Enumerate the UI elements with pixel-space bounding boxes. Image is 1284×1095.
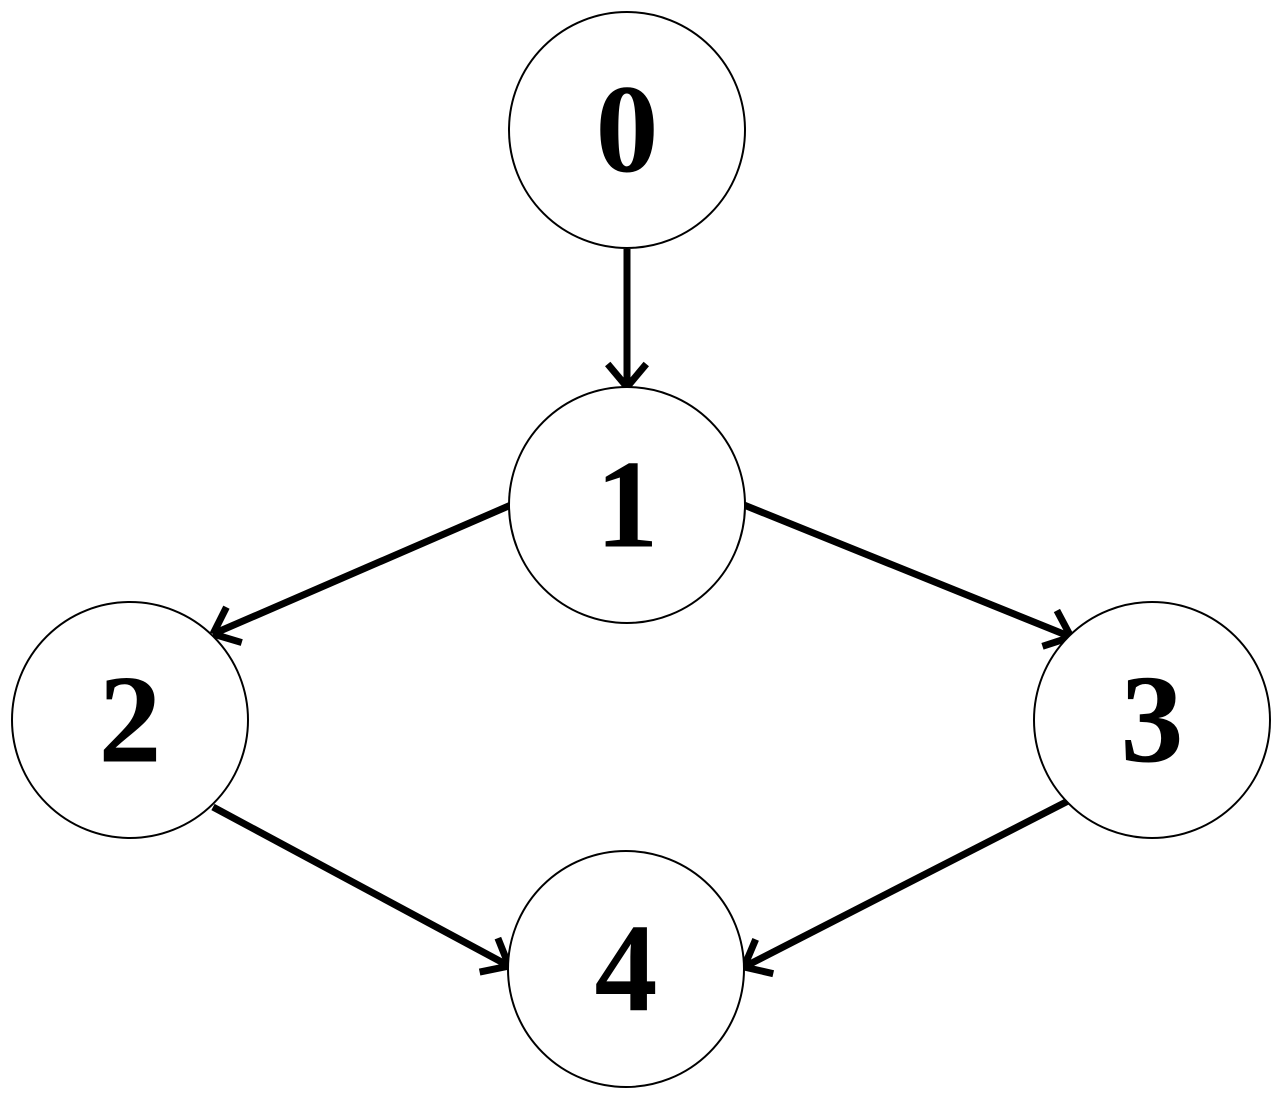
edge-2-4-arrowhead-barb-1 — [494, 936, 513, 968]
edge-1-2 — [211, 501, 513, 638]
graph-node-label-3: 3 — [1121, 651, 1184, 790]
graph-node-label-1: 1 — [596, 436, 659, 575]
graph-node-1 — [508, 386, 746, 624]
edge-2-4 — [211, 803, 511, 970]
edge-3-4-arrowhead-barb-1 — [743, 963, 775, 978]
edge-1-2-arrowhead-barb-0 — [209, 605, 230, 636]
edge-1-3 — [742, 501, 1073, 641]
graph-node-3 — [1033, 601, 1271, 839]
edge-1-3-arrowhead-barb-1 — [1053, 608, 1075, 639]
graph-node-label-2: 2 — [99, 651, 162, 790]
edge-0-1-arrowhead-barb-0 — [605, 361, 630, 390]
graph-node-2 — [11, 601, 249, 839]
graph-node-label-0: 0 — [596, 61, 659, 200]
graph-node-0 — [508, 11, 746, 249]
graph-node-label-4: 4 — [595, 900, 658, 1039]
edge-3-4 — [742, 796, 1072, 971]
edge-0-1-arrowhead-barb-1 — [624, 361, 649, 390]
edge-1-2-arrowhead-barb-1 — [212, 630, 243, 646]
edge-3-4-arrowhead-barb-0 — [740, 937, 759, 969]
edge-2-4-arrowhead-barb-0 — [478, 962, 510, 976]
graph-node-4 — [507, 850, 745, 1088]
